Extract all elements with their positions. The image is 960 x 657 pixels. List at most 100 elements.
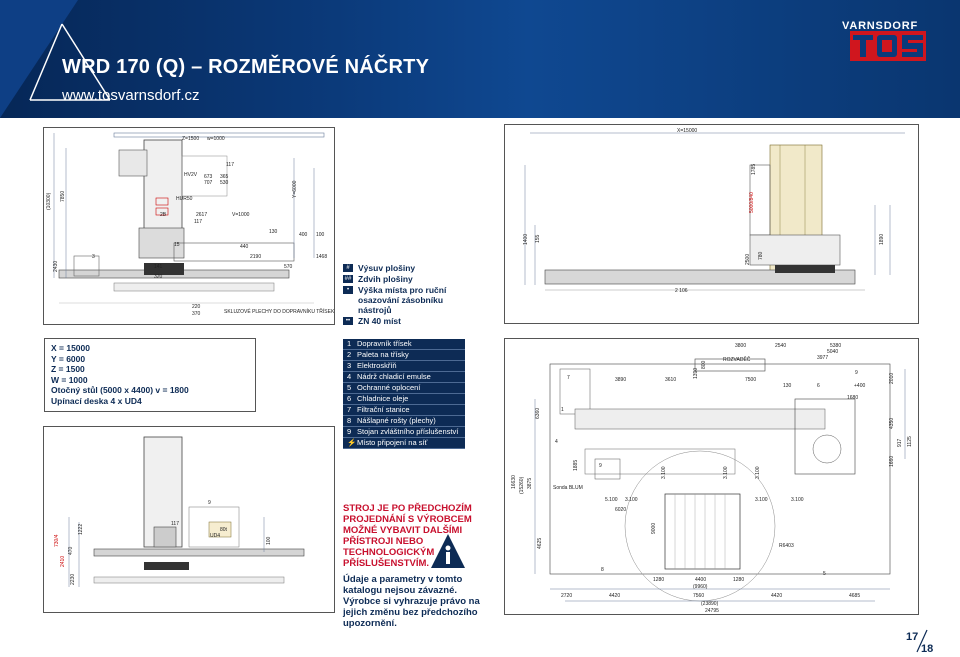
legend-text: Místo připojení na síť (357, 438, 428, 447)
dim-label: 220 (192, 304, 201, 310)
legend-number: 6 (347, 394, 352, 403)
dim-label: 15 (174, 242, 180, 248)
dim-label: 320 (154, 274, 163, 280)
dim-label: 5040 (827, 349, 838, 355)
legend-number: 9 (347, 427, 352, 436)
dim-label: 365 (220, 174, 229, 180)
dim-label: 1680 (847, 395, 858, 401)
dim-label: 117 (171, 521, 179, 527)
symbol-marker: ## (343, 275, 353, 283)
legend-text: Dopravník třísek (357, 339, 412, 348)
dim-label: 117 (226, 162, 234, 168)
dim-label: 9000 (651, 523, 657, 534)
dim-label: 16630 (511, 475, 517, 489)
info-icon (431, 534, 465, 568)
dim-label: 2720 (561, 593, 572, 599)
floor-plan-svg: 3800 2540 5380 5040 3977 800 1390 ROZVAD… (511, 343, 913, 614)
dim-label: 3.100 (791, 497, 804, 503)
legend-text: Elektroskříň (357, 361, 397, 370)
dim-label: 730/4 (54, 534, 60, 547)
dim-label: 155 (535, 234, 541, 243)
dim-label: 2190 (250, 254, 261, 260)
dim-label: 1885 (573, 460, 579, 471)
dim-label: 780 (758, 251, 764, 260)
dim-label: (23890) (701, 601, 719, 607)
spec-line: Upínací deska 4 x UD4 (51, 395, 142, 406)
dim-label: 9 (855, 370, 858, 376)
dim-label: 4625 (537, 538, 543, 549)
website-link[interactable]: www.tosvarnsdorf.cz (62, 87, 200, 104)
dim-label: 3.100 (755, 466, 761, 479)
dim-label: 8 (601, 567, 604, 573)
symbol-row: ## Zdvih plošiny (343, 274, 453, 284)
symbol-text: Výsuv plošiny (358, 263, 416, 273)
page-header: WRD 170 (Q) – ROZMĚROVÉ NÁČRTY www.tosva… (0, 0, 960, 118)
dim-label: 3890 (615, 377, 626, 383)
dim-label: 707 (204, 180, 213, 186)
dim-label: 3875 (527, 478, 533, 489)
symbol-marker: • (343, 286, 353, 294)
side-view-svg: Z=1500 w=1000 117 HV2V 673 365 707 530 H… (46, 132, 334, 317)
symbol-marker: # (343, 264, 353, 272)
dim-label: w=1000 (207, 136, 225, 142)
legend-text: Ochranné oplocení (357, 383, 421, 392)
dim-label: 2430 (53, 261, 59, 272)
table-side-view-drawing: 9 117 80t UD4 100 730/4 2410 470 1222 22… (43, 426, 335, 613)
brand-logo: VARNSDORF (840, 20, 932, 62)
legend-number: 7 (347, 405, 352, 414)
dim-label: 130 (269, 229, 278, 235)
dim-label: 1280 (653, 577, 664, 583)
dim-label: 7500 (745, 377, 756, 383)
dim-label: 9 (208, 500, 211, 506)
dim-label: 5380 (830, 343, 841, 349)
tos-logo-icon (850, 31, 926, 61)
legend-text: Filtrační stanice (357, 405, 410, 414)
page-total: 18 (921, 643, 933, 653)
warning-text: STROJ JE PO PŘEDCHOZÍM PROJEDNÁNÍ S VÝRO… (343, 503, 472, 569)
symbol-legend: # Výsuv plošiny ## Zdvih plošiny • Výška… (343, 263, 453, 327)
dim-label: 1390 (693, 368, 699, 379)
header-decoration (0, 0, 111, 118)
dim-label: V=1000 (232, 212, 250, 218)
symbol-text: Zdvih plošiny (358, 274, 413, 284)
dim-label: 1660 (889, 456, 895, 467)
dim-label: 530 (220, 180, 229, 186)
front-view-svg: X=15000 1785 5000/840 1400 155 2500 780 … (523, 128, 905, 294)
dim-label: 1125 (907, 436, 913, 447)
dim-label: 673 (204, 174, 213, 180)
spec-line: Otočný stůl (5000 x 4400) v = 1800 (51, 385, 189, 395)
side-view-drawing: Z=1500 w=1000 117 HV2V 673 365 707 530 H… (43, 127, 335, 325)
page-number: 17 18 (906, 629, 933, 653)
dim-label: (9960) (693, 584, 708, 590)
table-side-view-svg: 9 117 80t UD4 100 730/4 2410 470 1222 22… (54, 436, 305, 587)
page-current: 17 (906, 631, 918, 643)
dim-label: HV2V (184, 172, 198, 178)
dim-label: 100 (266, 536, 272, 545)
dim-label: 4420 (609, 593, 620, 599)
dim-label: 4 (555, 439, 558, 445)
legend-number: 1 (347, 339, 352, 348)
dim-label: 6 (817, 383, 820, 389)
legend-row: 7 Filtrační stanice (343, 405, 465, 416)
dim-label: 5.100 (605, 497, 618, 503)
dim-label: 130 (783, 383, 792, 389)
dim-label: 7 (567, 375, 570, 381)
symbol-row: •• ZN 40 míst (343, 316, 453, 326)
dim-label: +400 (854, 383, 865, 389)
dim-label: 1890 (879, 234, 885, 245)
dim-label: 3977 (817, 355, 828, 361)
dim-label: 4400 (695, 577, 706, 583)
dim-label: 24795 (705, 608, 719, 614)
front-view-drawing: X=15000 1785 5000/840 1400 155 2500 780 … (504, 124, 919, 324)
dim-label: Sonda BLUM (553, 485, 583, 491)
legend-number: 2 (347, 350, 352, 359)
dim-label: 3 (92, 254, 95, 260)
legend-number: 4 (347, 372, 352, 381)
dim-label: 1 (561, 407, 564, 413)
dim-label: 80t (220, 527, 228, 533)
